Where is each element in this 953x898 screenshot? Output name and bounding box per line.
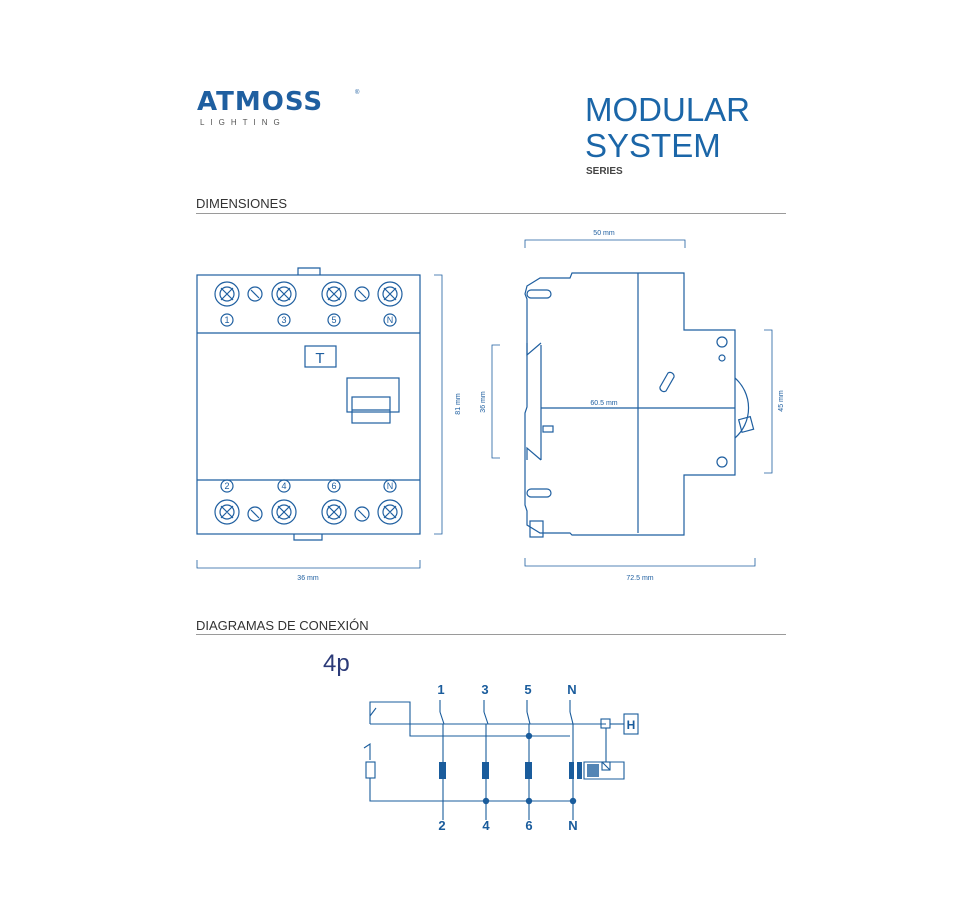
diagram-coils <box>439 732 599 805</box>
top-terminal-screws <box>214 281 403 307</box>
series-label: SERIES <box>586 166 623 177</box>
diagram-bottom-terminal: 2 <box>438 818 445 833</box>
pole-label: 4p <box>323 650 350 677</box>
side-body-height-dimension: 45 mm <box>778 390 785 412</box>
test-button-outline <box>304 345 337 368</box>
brand-subtitle: LIGHTING <box>200 118 286 127</box>
brand-registered-mark: ® <box>355 90 360 96</box>
side-rail-height-dimension: 36 mm <box>480 391 487 413</box>
diagram-bottom-terminal: 6 <box>525 818 532 833</box>
side-top-width-dimension: 50 mm <box>593 230 615 237</box>
section-diagrams-heading: DIAGRAMAS DE CONEXIÓN <box>196 618 369 633</box>
front-body <box>196 274 421 535</box>
front-width-dimension: 36 mm <box>297 575 319 582</box>
front-bottom-label: 4 <box>281 481 286 491</box>
side-body-outline <box>524 272 736 536</box>
diagram-top-terminal: N <box>567 682 576 697</box>
section-divider <box>196 634 786 635</box>
front-height-dimension: 81 mm <box>455 393 462 415</box>
section-dimensions-heading: DIMENSIONES <box>196 196 288 211</box>
front-top-label: N <box>387 315 394 325</box>
section-divider <box>196 213 786 214</box>
diagram-top-terminal: 1 <box>437 682 444 697</box>
bottom-terminal-screws <box>214 499 403 525</box>
diagram-top-terminal: 5 <box>524 682 531 697</box>
front-top-label: 5 <box>331 315 336 325</box>
front-bottom-label: 2 <box>224 481 229 491</box>
side-total-width-dimension: 72.5 mm <box>626 575 653 582</box>
side-inner-width-dimension: 60.5 mm <box>590 400 617 407</box>
relay-label: H <box>627 718 636 732</box>
page-title: MODULAR SYSTEM <box>585 92 750 164</box>
title-line-1: MODULAR <box>585 91 751 128</box>
diagram-bottom-terminal: N <box>568 818 577 833</box>
diagram-top-terminal: 3 <box>481 682 488 697</box>
front-bottom-label: 6 <box>331 481 336 491</box>
front-view <box>196 267 443 569</box>
title-line-2: SYSTEM <box>585 127 721 164</box>
front-top-label: 1 <box>224 315 229 325</box>
toggle-lever <box>346 377 400 413</box>
connection-diagram <box>363 700 639 820</box>
side-view <box>491 239 773 567</box>
test-button-label: T <box>315 350 324 367</box>
front-bottom-label: N <box>387 481 394 491</box>
diagram-bottom-terminal: 4 <box>482 818 490 833</box>
brand-logo: ATMOSS <box>197 87 324 117</box>
front-top-label: 3 <box>281 315 286 325</box>
relay-box <box>623 713 639 735</box>
